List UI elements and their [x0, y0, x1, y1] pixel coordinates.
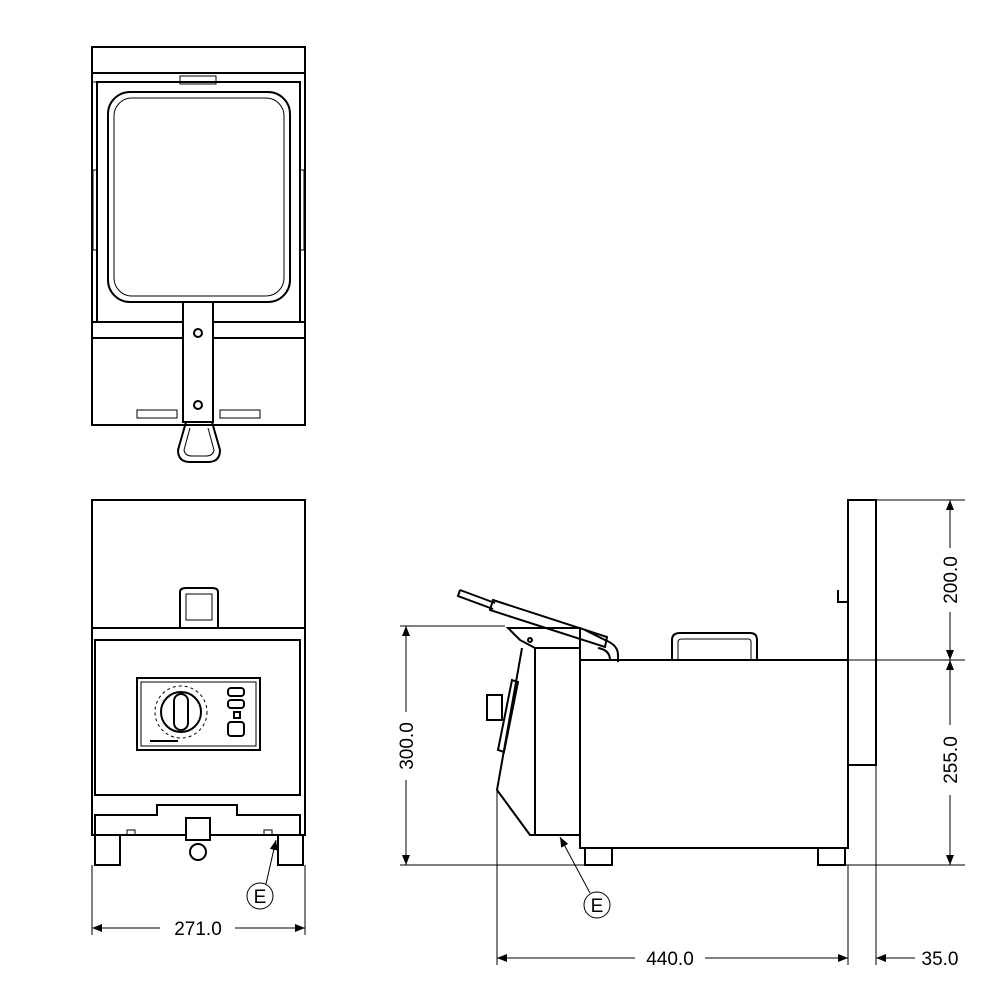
callout-e-side: E: [559, 836, 611, 919]
dim-depth: 440.0: [646, 949, 694, 970]
dim-body-height: 255.0: [941, 736, 962, 784]
basket-handle: [182, 301, 214, 423]
dim-height: 300.0: [397, 722, 418, 770]
power-switch[interactable]: [227, 721, 245, 737]
dim-width: 271.0: [174, 919, 222, 940]
drain-valve: [185, 817, 211, 841]
callout-e-front: E: [246, 839, 278, 910]
thermostat-knob[interactable]: [160, 691, 202, 733]
dimension-lines: 271.0 440.0 35.0 300.0 200.0 255.0: [91, 499, 965, 970]
backsplash: [847, 499, 877, 766]
side-view: [456, 499, 877, 866]
indicator-light: [227, 687, 245, 697]
side-knob: [486, 694, 503, 721]
callout-label: E: [591, 896, 604, 917]
dim-backsplash-depth: 35.0: [922, 949, 959, 970]
dim-backsplash-height: 200.0: [941, 556, 962, 604]
indicator-light: [227, 699, 245, 709]
top-view: [91, 46, 306, 463]
front-view: [91, 499, 306, 866]
callout-label: E: [254, 887, 267, 908]
control-panel: [136, 677, 261, 751]
